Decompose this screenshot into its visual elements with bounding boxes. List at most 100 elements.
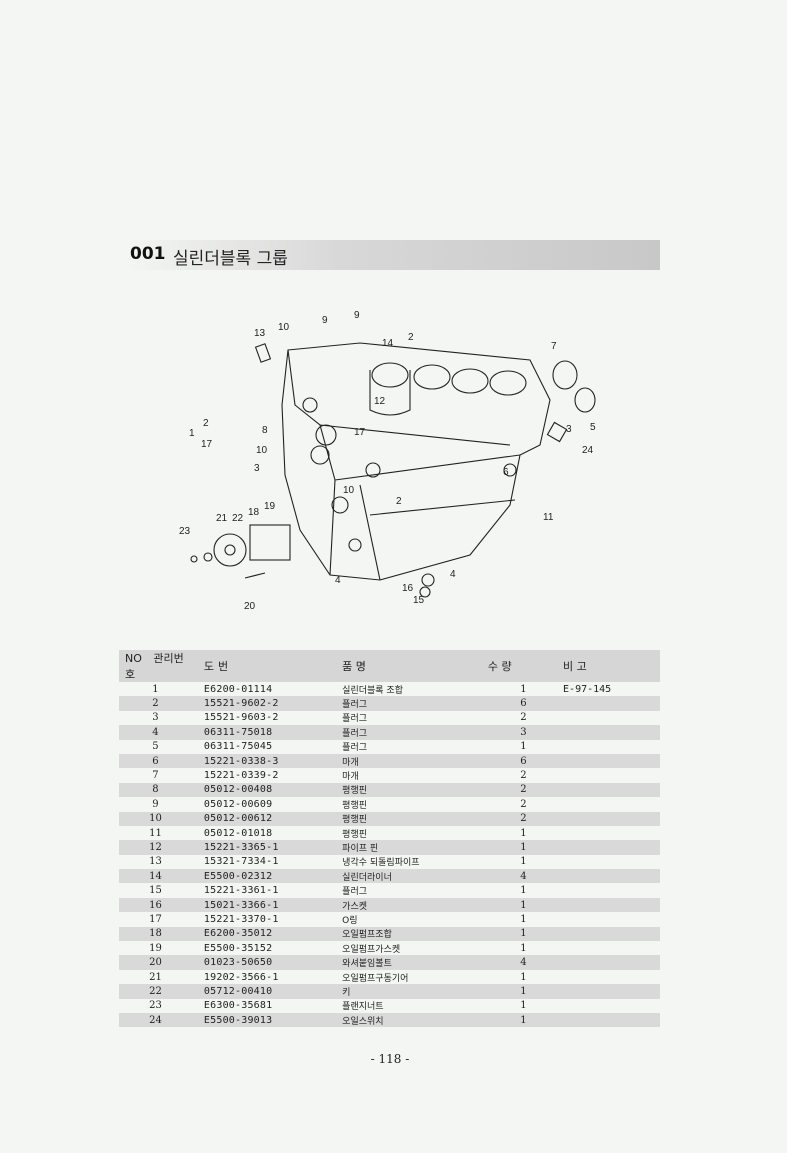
callout-label: 3 [254, 463, 260, 474]
row-quantity: 1 [487, 1012, 560, 1028]
row-quantity: 1 [487, 897, 560, 913]
callout-label: 11 [543, 512, 554, 523]
row-no: 24 [119, 1012, 192, 1028]
row-part-number: 19202-3566-1 [203, 971, 279, 983]
table-row: 9 05012-00609 평행핀 2 [119, 797, 660, 811]
row-no: 7 [152, 770, 159, 782]
row-part-name: 평행핀 [338, 782, 488, 798]
row-no: 20 [119, 955, 192, 970]
table-header-row: NO 관리번호 도 번 품 명 수 량 비 고 [119, 650, 660, 682]
header-mgmt-label: 관리번호 [125, 652, 184, 681]
row-quantity: 1 [520, 741, 527, 753]
row-remarks [559, 999, 660, 1013]
row-no: 9 [152, 798, 159, 810]
callout-label: 15 [413, 595, 425, 606]
row-part-number: 05012-00408 [191, 782, 339, 798]
row-part-number: 05012-00609 [203, 798, 273, 810]
row-quantity: 3 [487, 725, 560, 740]
row-quantity: 1 [520, 683, 527, 695]
row-quantity: 1 [520, 856, 527, 868]
row-no: 16 [119, 897, 192, 913]
row-remarks [559, 912, 660, 926]
row-part-name: 실린더라이너 [338, 869, 488, 884]
row-part-number: 01023-50650 [191, 955, 339, 970]
callout-label: 23 [179, 526, 191, 537]
row-remarks [559, 711, 660, 725]
callout-label: 18 [248, 507, 260, 518]
row-no: 13 [149, 856, 162, 868]
row-part-name: 마개 [342, 772, 359, 783]
callout-label: 24 [582, 445, 594, 456]
row-no: 8 [119, 782, 192, 798]
callout-label: 13 [254, 328, 266, 339]
row-part-name: 플랜지너트 [342, 1002, 384, 1013]
callout-label: 17 [354, 427, 366, 438]
row-part-number: 15221-3365-1 [191, 840, 339, 855]
row-part-number: E5500-02312 [191, 869, 339, 884]
callout-label: 21 [216, 513, 228, 524]
row-no: 6 [119, 753, 192, 769]
row-remarks [559, 782, 660, 798]
header-remarks: 비 고 [559, 650, 660, 682]
callout-label: 8 [262, 425, 268, 436]
row-remarks [559, 725, 660, 740]
header-no: NO 관리번호 [119, 650, 192, 682]
header-name: 품 명 [338, 650, 488, 682]
row-remarks [559, 941, 660, 955]
callout-label: 4 [335, 575, 341, 586]
row-part-name: O링 [342, 915, 358, 926]
row-part-name: 평행핀 [338, 811, 488, 826]
callout-label: 17 [201, 439, 213, 450]
row-no: 12 [119, 840, 192, 855]
row-part-name: 오일펌프구동기어 [342, 973, 409, 984]
row-no: 19 [149, 942, 162, 954]
row-no: 17 [149, 913, 162, 925]
section-title: 실린더블록 그룹 [173, 249, 288, 269]
row-no: 2 [119, 696, 192, 711]
section-code: 001 [130, 244, 166, 264]
row-no: 10 [119, 811, 192, 826]
row-part-name: 평행핀 [342, 800, 368, 811]
row-no: 5 [152, 741, 159, 753]
header-qty: 수 량 [487, 650, 560, 682]
row-remarks: E-97-145 [563, 683, 612, 695]
row-quantity: 6 [487, 753, 560, 769]
row-part-number: 15221-0339-2 [203, 770, 279, 782]
row-no: 11 [149, 827, 162, 839]
row-quantity: 1 [520, 942, 527, 954]
callout-label: 22 [232, 513, 244, 524]
row-part-name: 오일스위치 [338, 1012, 488, 1028]
row-part-name: 플러그 [338, 696, 488, 711]
row-quantity: 1 [487, 840, 560, 855]
row-part-number: 06311-75018 [191, 725, 339, 740]
callout-label: 10 [256, 445, 268, 456]
cylinder-block-drawing: 13 10 9 9 14 2 7 12 3 5 24 17 8 10 1 2 1… [179, 310, 596, 612]
row-remarks [559, 753, 660, 769]
page-number: - 118 - [370, 1052, 410, 1066]
row-quantity: 2 [520, 798, 527, 810]
row-part-name: 플러그 [342, 714, 368, 725]
row-remarks [559, 696, 660, 711]
row-no: 23 [149, 1000, 162, 1012]
row-remarks [559, 1012, 660, 1028]
callout-label: 9 [322, 315, 328, 326]
row-remarks [559, 855, 660, 869]
row-remarks [559, 840, 660, 855]
row-no: 15 [149, 885, 162, 897]
